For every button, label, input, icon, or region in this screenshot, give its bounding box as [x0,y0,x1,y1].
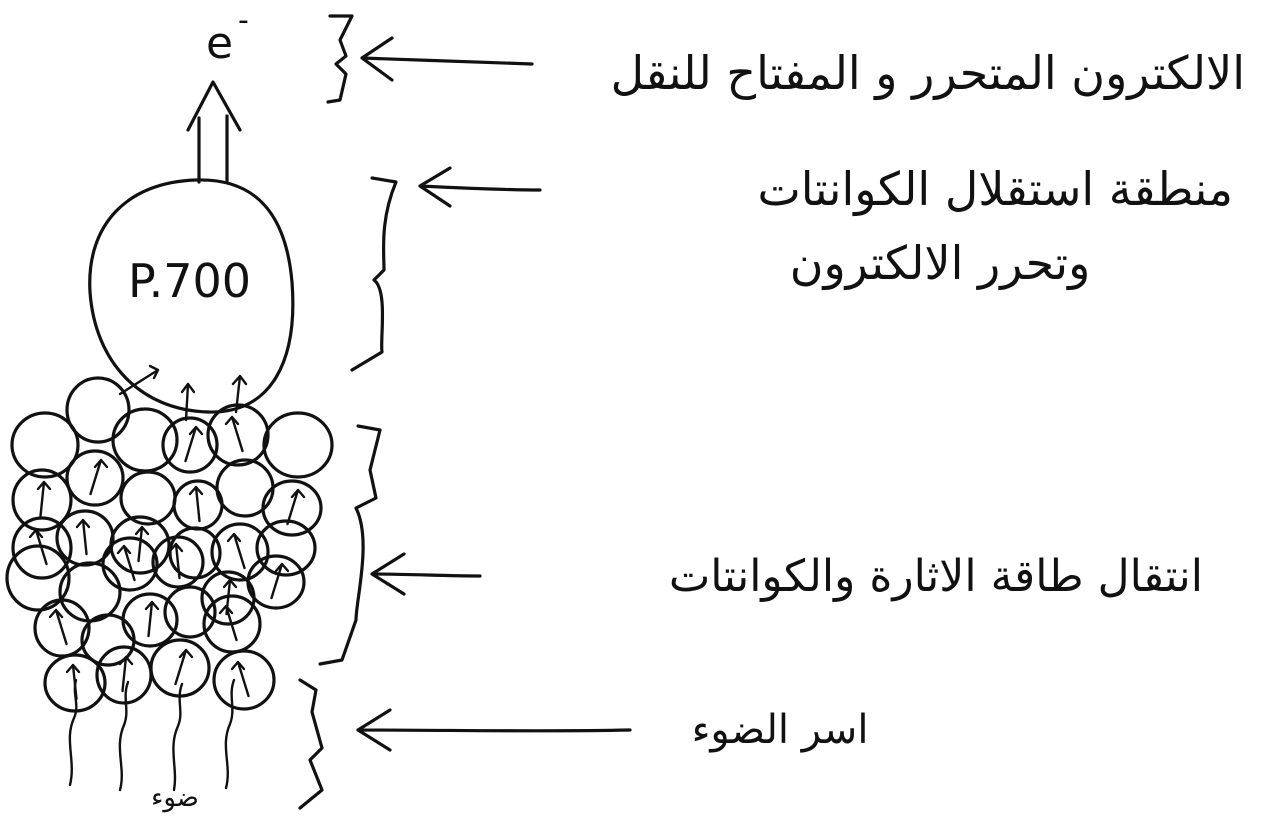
brace-excitation [350,176,398,372]
brace-electron [326,14,354,104]
braces [298,14,398,810]
energy-transfer-arrow [48,608,68,646]
pigment-molecule [163,585,217,639]
pigment-molecule [58,561,122,623]
pigment-molecule [65,376,131,444]
energy-transfer-arrow [118,655,134,693]
pigment-molecule [151,535,205,589]
pigment-molecule [210,522,270,582]
pigment-molecule [261,479,323,537]
pigment-molecule [168,526,222,580]
brace-light [298,678,324,810]
arrow-excitation [418,166,542,208]
pigment-molecule [5,544,71,612]
energy-transfer-arrow [270,562,290,600]
pigment-molecule [255,519,317,577]
energy-transfer-arrow [134,525,150,563]
arrow-light-capture [356,708,632,752]
electron-charge: - [238,3,249,38]
pigment-molecule [212,649,276,711]
pigment-molecule [10,411,80,479]
arrow-energy-transfer [370,552,482,596]
energy-transfer-arrow [36,480,52,518]
reaction-center: P.700 [88,178,295,422]
energy-transfer-arrow [188,485,204,523]
pigment-molecule [246,554,306,610]
label-excitation-line1: منطقة استقلال الكوانتات [757,162,1233,216]
energy-transfer-arrow [65,663,81,701]
energy-transfer-arrow [286,488,306,526]
antenna-complex [5,376,334,713]
arrow-free-electron [360,36,534,82]
energy-transfer-arrow [174,648,194,686]
emission-arrow [186,80,242,184]
pigment-molecule [101,536,159,592]
energy-transfer-arrow [89,458,109,496]
reaction-center-label: P.700 [128,254,251,308]
energy-transfer-arrow [168,542,184,580]
pigment-molecule [119,470,177,526]
pigment-molecule [121,592,179,648]
electron-symbol: e [206,18,233,69]
energy-transfer-arrow [184,425,204,463]
pigment-molecule [65,449,125,507]
label-light-capture: اسر الضوء [691,707,869,753]
energy-transfer-arrow [144,600,160,638]
light-rays [68,678,236,792]
energy-transfer-arrow [116,544,136,582]
pigment-molecule [11,468,73,532]
energy-transfer-arrow [226,532,246,570]
energy-transfer-arrow [75,518,91,556]
pigment-molecule [262,411,334,479]
label-free-electron: الالكترون المتحرر و المفتاح للنقل [610,46,1245,100]
pigment-molecule [161,416,219,474]
label-excitation-line2: وتحرر الالكترون [789,236,1091,290]
energy-transfer-arrow [218,604,238,642]
label-energy-transfer: انتقال طاقة الاثارة والكوانتات [668,551,1203,602]
pigment-molecule [11,516,73,580]
energy-transfer-arrow [230,660,250,698]
brace-antenna [318,424,382,666]
pigment-molecule [206,403,270,467]
label-light-bottom: ضوء [151,783,199,813]
pointer-arrows [356,36,632,752]
free-electron: e - [206,3,249,69]
energy-transfer-arrow [224,415,244,453]
